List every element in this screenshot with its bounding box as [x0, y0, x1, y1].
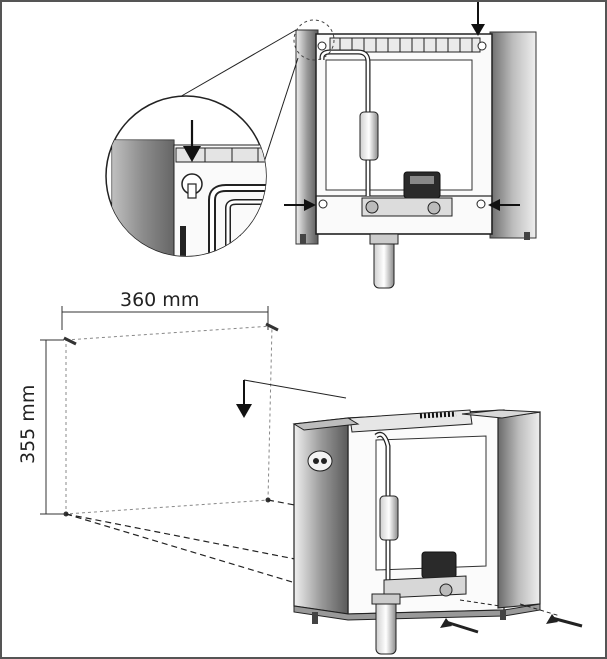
- filter-cartridge-3d: [379, 495, 399, 541]
- top-unit-front-view: [293, 19, 537, 289]
- left-side-panel: [295, 29, 319, 245]
- mount-hole-bottom-right: [476, 199, 486, 209]
- screw-icon: [440, 599, 583, 634]
- arrow-right-icon: [284, 199, 316, 211]
- magnifier-circle-icon: [105, 29, 299, 257]
- wall-template: 360 mm 355 mm: [17, 289, 353, 601]
- solenoid-valve-3d: [421, 551, 457, 579]
- bottom-filter-housing-3d: [375, 597, 397, 655]
- arrow-left-icon: [488, 199, 520, 211]
- height-dimension-label: 355 mm: [17, 385, 39, 464]
- inner-panel: [325, 59, 473, 191]
- width-dimension-label: 360 mm: [120, 289, 199, 311]
- left-side-panel-3d: [293, 417, 349, 615]
- bottom-filter-housing: [373, 237, 395, 289]
- bottom-unit-perspective: [292, 409, 541, 655]
- wall-plug-icon: [63, 322, 279, 517]
- mount-hole-top-left: [317, 41, 327, 51]
- right-side-panel-3d: [497, 411, 541, 609]
- arrow-down-icon: [471, 2, 485, 36]
- cable-gland: [307, 450, 333, 472]
- mount-hole-top-right: [477, 41, 487, 51]
- inner-panel-3d: [375, 435, 487, 571]
- detail-highlight-circle: [293, 19, 335, 61]
- solenoid-valve: [403, 171, 441, 199]
- filter-cartridge: [359, 111, 379, 161]
- mount-hole-bottom-left: [318, 199, 328, 209]
